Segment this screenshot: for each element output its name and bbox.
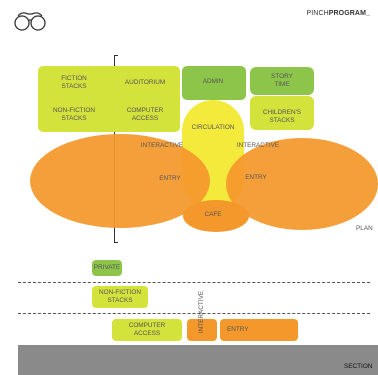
section-label-interactive: INTERACTIVE	[198, 290, 205, 334]
label-computer: COMPUTER ACCESS	[126, 107, 164, 122]
section-label: SECTION	[344, 363, 373, 370]
section-computer	[112, 319, 182, 341]
section-label-nonfiction: NON-FICTION STACKS	[99, 289, 141, 304]
plan-axis-tick-bottom	[114, 242, 118, 243]
label-admin: ADMIN	[202, 78, 224, 85]
plan-label: PLAN	[356, 225, 373, 232]
zone-childrens-stacks	[250, 96, 314, 130]
zone-entry-left	[30, 134, 210, 228]
section-interactive	[187, 319, 217, 341]
label-story: STORY TIME	[271, 73, 293, 88]
label-interactive-right: INTERACTIVE	[236, 142, 280, 149]
zone-entry-right	[226, 138, 378, 230]
label-nonfiction: NON-FICTION STACKS	[53, 107, 95, 122]
label-entry-right: ENTRY	[245, 174, 267, 181]
ground-band	[18, 345, 378, 375]
zone-stacks-block	[38, 66, 180, 132]
zone-cafe	[183, 200, 249, 232]
brand-prefix: PINCH	[306, 10, 329, 17]
label-interactive-left: INTERACTIVE	[140, 142, 184, 149]
section-private	[92, 260, 122, 276]
label-childrens: CHILDREN'S STACKS	[262, 109, 302, 124]
section-label-computer: COMPUTER ACCESS	[128, 322, 166, 337]
section-divider-1	[18, 282, 370, 283]
plan-axis-tick-top	[114, 55, 118, 56]
section-nonfiction	[92, 286, 148, 308]
section-divider-2	[18, 313, 370, 314]
label-circulation: CIRCULATION	[191, 124, 235, 131]
label-cafe: CAFE	[204, 211, 222, 218]
section-label-private: PRIVATE	[93, 264, 121, 271]
section-diagram: PRIVATE NON-FICTION STACKS COMPUTER ACCE…	[0, 250, 378, 375]
section-entry	[220, 319, 298, 341]
binoculars-icon	[12, 10, 48, 32]
brand-title: PINCHPROGRAM_	[306, 10, 370, 17]
zone-admin	[182, 66, 246, 100]
label-fiction: FICTION STACKS	[61, 75, 87, 90]
brand-bold: PROGRAM_	[328, 10, 370, 17]
section-label-entry: ENTRY	[227, 326, 249, 333]
plan-diagram: FICTION STACKS AUDITORIUM NON-FICTION ST…	[30, 55, 378, 243]
label-auditorium: AUDITORIUM	[124, 79, 166, 86]
zone-story-time	[250, 67, 314, 95]
label-entry-left: ENTRY	[159, 175, 181, 182]
